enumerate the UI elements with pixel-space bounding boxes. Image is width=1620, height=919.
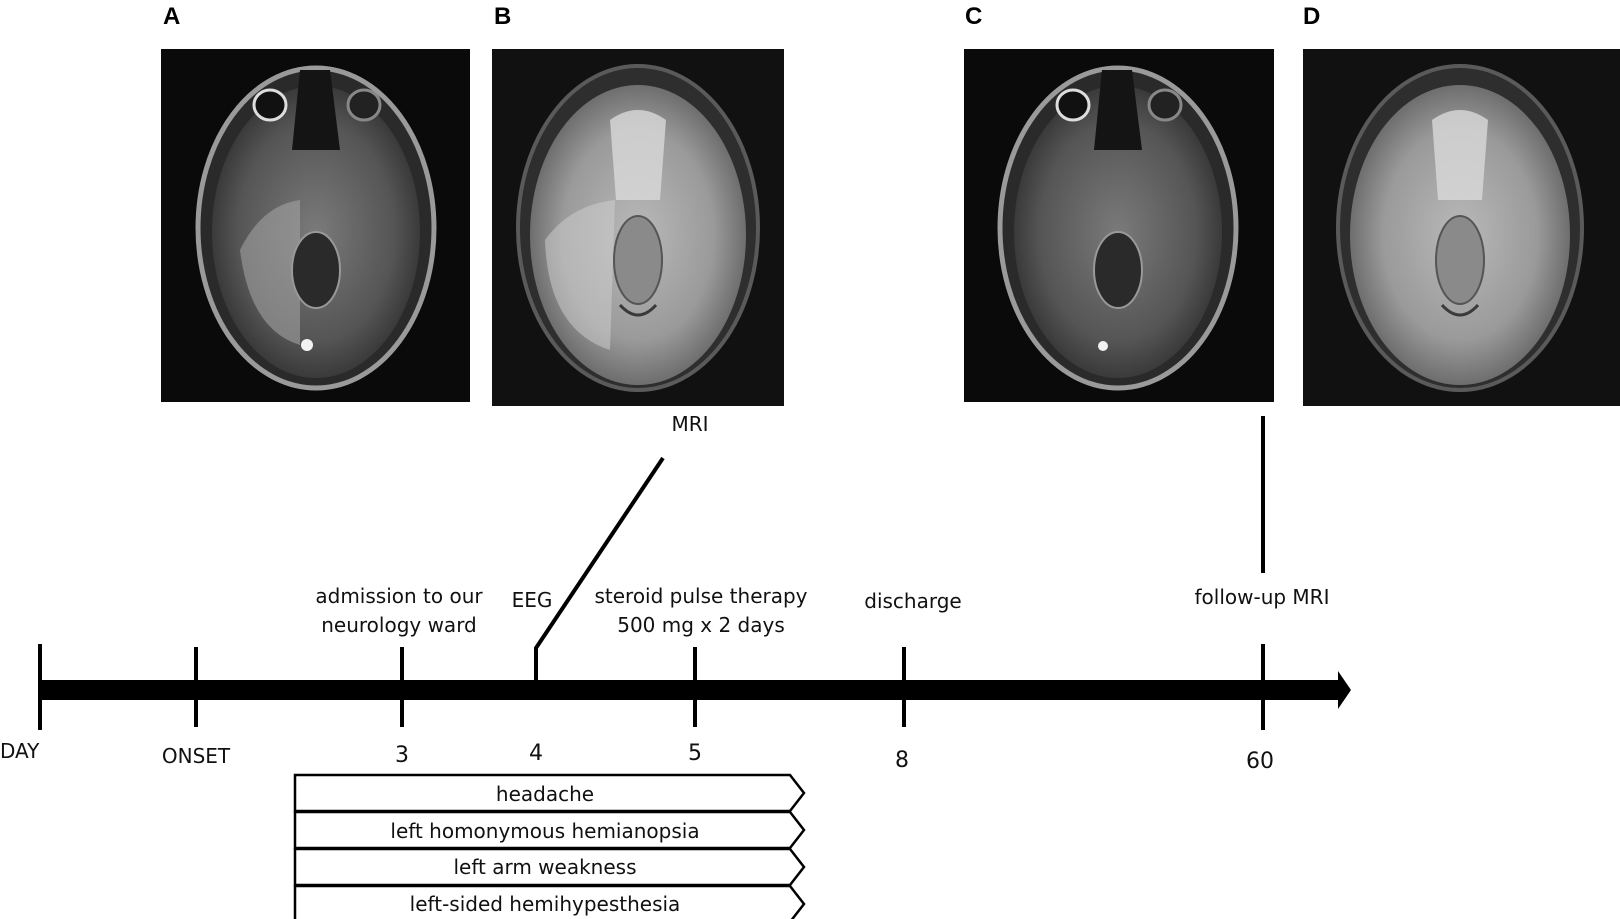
event-steroid-line1: steroid pulse therapy <box>594 584 807 608</box>
symptom-label-hemihypesthesia: left-sided hemihypesthesia <box>410 892 681 916</box>
timeline-axis <box>38 680 1340 700</box>
tick-label-4: 4 <box>529 741 543 766</box>
mri-image-c <box>964 49 1274 402</box>
symptom-label-hemianopsia: left homonymous hemianopsia <box>390 819 699 843</box>
event-discharge: discharge <box>864 589 961 613</box>
mri-callout-line <box>534 456 665 694</box>
symptom-bar-hemianopsia <box>293 810 806 850</box>
event-eeg: EEG <box>512 588 553 612</box>
event-steroid-line2: 500 mg x 2 days <box>617 613 785 637</box>
panel-letter-c: C <box>965 3 982 30</box>
panel-letter-b: B <box>494 3 511 30</box>
symptom-bars: headache left homonymous hemianopsia lef… <box>293 773 806 919</box>
symptom-label-headache: headache <box>496 782 594 806</box>
tick-label-8: 8 <box>895 748 909 773</box>
mri-image-d <box>1303 49 1620 406</box>
panel-letter-d: D <box>1303 3 1320 30</box>
symptom-bar-headache <box>293 773 806 813</box>
mri-callout-label: MRI <box>671 412 708 436</box>
tick-label-onset: ONSET <box>162 744 231 768</box>
event-admission-line2: neurology ward <box>321 613 477 637</box>
tick-label-5: 5 <box>688 741 702 766</box>
symptom-bar-arm-weakness <box>293 847 806 887</box>
mri-image-a <box>161 49 470 402</box>
panel-letter-a: A <box>163 3 180 30</box>
tick-label-3: 3 <box>395 743 409 768</box>
event-followup-mri: follow-up MRI <box>1195 585 1330 609</box>
timeline-arrow-icon <box>1338 671 1351 709</box>
tick-label-60: 60 <box>1246 749 1274 774</box>
day-label: DAY <box>0 739 40 763</box>
mri-image-b <box>492 49 784 406</box>
symptom-bar-hemihypesthesia <box>293 884 806 919</box>
event-admission-line1: admission to our <box>315 584 483 608</box>
symptom-label-arm-weakness: left arm weakness <box>453 855 636 879</box>
